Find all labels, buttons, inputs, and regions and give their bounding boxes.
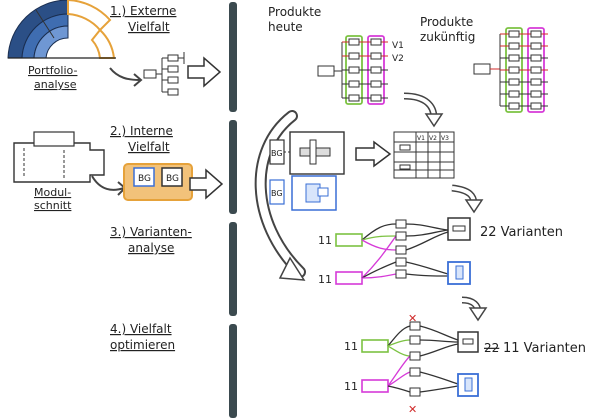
variant-graph-2: 11 11 ✕ ✕ 22 11 Varianten: [344, 312, 586, 416]
svg-text:11: 11: [318, 273, 332, 286]
svg-text:V1: V1: [392, 41, 404, 51]
big-arrow-right-icon: [187, 56, 222, 88]
svg-text:Modul-: Modul-: [34, 186, 71, 199]
curved-arrow-down-2-icon: [451, 184, 484, 214]
products-future-heading: Produkte zukünftig: [420, 15, 475, 44]
step-1-label: 1.) Externe Vielfalt: [110, 4, 176, 34]
portfolio-arcs-icon: [7, 0, 116, 59]
svg-text:V3: V3: [441, 135, 449, 142]
svg-text:analyse: analyse: [128, 241, 174, 255]
svg-text:✕: ✕: [408, 312, 417, 325]
step-3-label: 3.) Varianten- analyse: [110, 225, 192, 255]
svg-text:BG: BG: [271, 149, 283, 158]
module-arrow-icon: [91, 175, 127, 196]
module-detail-box-2: BG: [269, 175, 337, 211]
module-detail-box-1: BG: [269, 131, 345, 175]
curved-arrow-down-1-icon: [403, 92, 444, 128]
products-today-heading: Produkte heute: [268, 5, 321, 34]
svg-text:✕: ✕: [408, 403, 417, 416]
variant-tree-icon: [143, 52, 185, 96]
svg-text:3.) Varianten-: 3.) Varianten-: [110, 225, 192, 239]
curved-arrow-down-3-icon: [461, 296, 488, 322]
matrix-arrow-icon: [355, 140, 392, 168]
svg-text:22 Varianten: 22 Varianten: [480, 225, 563, 240]
svg-text:analyse: analyse: [34, 78, 77, 91]
svg-text:BG: BG: [271, 189, 283, 198]
svg-text:2.) Interne: 2.) Interne: [110, 124, 173, 138]
svg-text:11: 11: [344, 380, 358, 393]
svg-text:Vielfalt: Vielfalt: [128, 140, 170, 154]
svg-text:11 Varianten: 11 Varianten: [503, 341, 586, 356]
svg-text:Produkte: Produkte: [268, 5, 321, 19]
svg-text:1.) Externe: 1.) Externe: [110, 4, 176, 18]
svg-text:V2: V2: [429, 135, 437, 142]
svg-text:Portfolio-: Portfolio-: [28, 64, 77, 77]
large-curved-arrow-icon: [254, 110, 306, 281]
svg-text:V1: V1: [417, 135, 425, 142]
module-cut-label: Modul- schnitt: [34, 186, 72, 212]
product-tree-today: V1 V2: [317, 35, 404, 105]
variant-matrix: V1 V2 V3: [393, 131, 455, 179]
modules-puzzle-icon: BG BG: [123, 163, 193, 201]
module-cut-shape: [13, 131, 105, 183]
svg-text:BG: BG: [166, 174, 179, 184]
process-divider: [229, 2, 237, 418]
svg-text:zukünftig: zukünftig: [420, 30, 475, 44]
portfolio-label: Portfolio- analyse: [28, 64, 77, 91]
big-arrow-right-2-icon: [189, 168, 224, 200]
svg-text:4.) Vielfalt: 4.) Vielfalt: [110, 322, 172, 336]
svg-text:Vielfalt: Vielfalt: [128, 20, 170, 34]
svg-text:11: 11: [344, 340, 358, 353]
tree-arrow-icon: [109, 67, 143, 87]
svg-text:V2: V2: [392, 54, 404, 64]
step-4-label: 4.) Vielfalt optimieren: [110, 322, 175, 352]
svg-text:heute: heute: [268, 20, 303, 34]
svg-text:BG: BG: [138, 174, 151, 184]
step-2-label: 2.) Interne Vielfalt: [110, 124, 173, 154]
svg-text:optimieren: optimieren: [110, 338, 175, 352]
svg-text:schnitt: schnitt: [34, 199, 72, 212]
svg-text:11: 11: [318, 234, 332, 247]
product-tree-future: [473, 27, 548, 113]
svg-text:22: 22: [484, 341, 499, 355]
svg-text:Produkte: Produkte: [420, 15, 473, 29]
variant-graph-1: 11 11 22 Varianten: [318, 217, 563, 286]
